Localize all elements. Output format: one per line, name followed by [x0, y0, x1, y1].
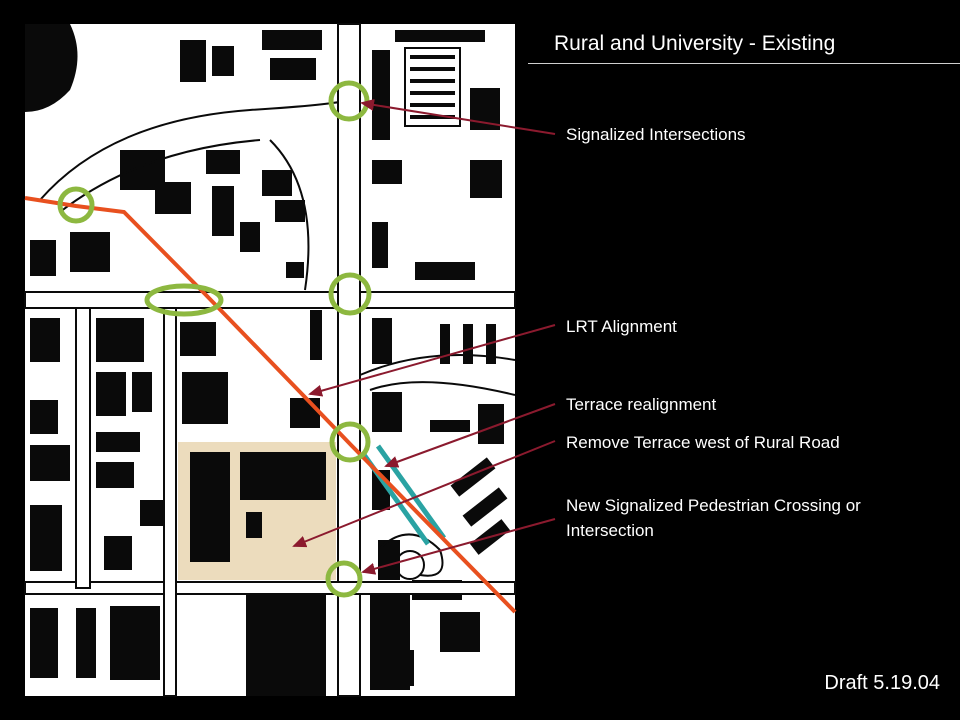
building — [440, 612, 480, 652]
building — [372, 392, 402, 432]
building — [410, 55, 455, 59]
building — [110, 606, 160, 680]
building — [286, 262, 304, 278]
building — [410, 67, 455, 71]
building — [372, 318, 392, 364]
building — [30, 318, 60, 362]
building — [104, 536, 132, 570]
building — [132, 372, 152, 412]
building — [30, 608, 58, 678]
building — [96, 462, 134, 488]
leader-arrows — [292, 98, 556, 575]
building — [372, 160, 402, 184]
building — [415, 262, 475, 280]
curved-path — [39, 99, 351, 201]
roundabout — [395, 550, 425, 580]
intersection-ellipse — [144, 283, 224, 317]
building — [190, 452, 230, 562]
curved-path — [269, 139, 310, 291]
mid-street — [163, 307, 177, 697]
intersection-circle — [57, 186, 95, 224]
building — [30, 505, 62, 571]
building — [240, 452, 326, 500]
label-remove-terrace: Remove Terrace west of Rural Road — [566, 433, 840, 452]
building — [206, 150, 240, 174]
building — [76, 608, 96, 678]
label-terrace-realignment: Terrace realignment — [566, 395, 717, 414]
intersection-markers — [57, 80, 372, 598]
building — [70, 232, 110, 272]
curved-path — [369, 381, 516, 396]
building — [463, 324, 473, 364]
building — [310, 310, 322, 360]
intersection-circle — [325, 560, 363, 598]
south-street — [24, 581, 516, 595]
draft-date: Draft 5.19.04 — [824, 672, 940, 694]
building — [246, 590, 326, 696]
building — [155, 182, 191, 214]
label-new-crossing: New Signalized Pedestrian Crossing or In… — [566, 496, 861, 540]
slide-title: Rural and University - Existing — [554, 32, 836, 55]
building — [182, 372, 228, 424]
arrow-terrace — [384, 403, 556, 468]
building — [246, 512, 262, 538]
university-drive — [24, 291, 516, 309]
buildings — [25, 24, 511, 696]
west-street — [75, 307, 91, 589]
arrow-new-crossing — [361, 518, 556, 575]
building — [470, 160, 502, 198]
building — [450, 457, 496, 497]
building — [96, 372, 126, 416]
building — [30, 400, 58, 434]
building — [410, 103, 455, 107]
building — [30, 240, 56, 276]
building — [275, 200, 305, 222]
title-underline — [528, 63, 960, 64]
building — [430, 420, 470, 432]
removed-area-buildings — [190, 452, 326, 562]
building — [212, 46, 234, 76]
building — [380, 650, 414, 686]
building — [395, 30, 485, 42]
building — [410, 91, 455, 95]
arrow-lrt — [308, 324, 556, 397]
building — [262, 30, 322, 50]
building — [410, 79, 455, 83]
stadium — [25, 24, 78, 112]
label-lrt-alignment: LRT Alignment — [566, 317, 677, 336]
building — [180, 322, 216, 356]
building — [140, 500, 166, 526]
lrt-alignment — [24, 196, 517, 614]
label-signalized-intersections: Signalized Intersections — [566, 125, 746, 144]
intersection-circle — [328, 272, 372, 316]
building — [378, 540, 400, 580]
building — [290, 398, 320, 428]
building — [410, 115, 455, 119]
curved-path — [359, 354, 516, 376]
building — [262, 170, 292, 196]
building — [240, 222, 260, 252]
rural-road — [337, 23, 361, 697]
parking-structure — [404, 47, 461, 127]
intersection-circle — [329, 421, 371, 463]
building — [212, 186, 234, 236]
arrow-remove — [292, 440, 556, 548]
building — [440, 324, 450, 364]
building — [270, 58, 316, 80]
curved-path — [59, 139, 261, 213]
building — [462, 487, 508, 527]
building — [96, 318, 144, 362]
building — [180, 40, 206, 82]
building — [372, 222, 388, 268]
building — [30, 445, 70, 481]
arrow-signalized — [360, 98, 556, 135]
building — [372, 50, 390, 140]
building — [96, 432, 140, 452]
